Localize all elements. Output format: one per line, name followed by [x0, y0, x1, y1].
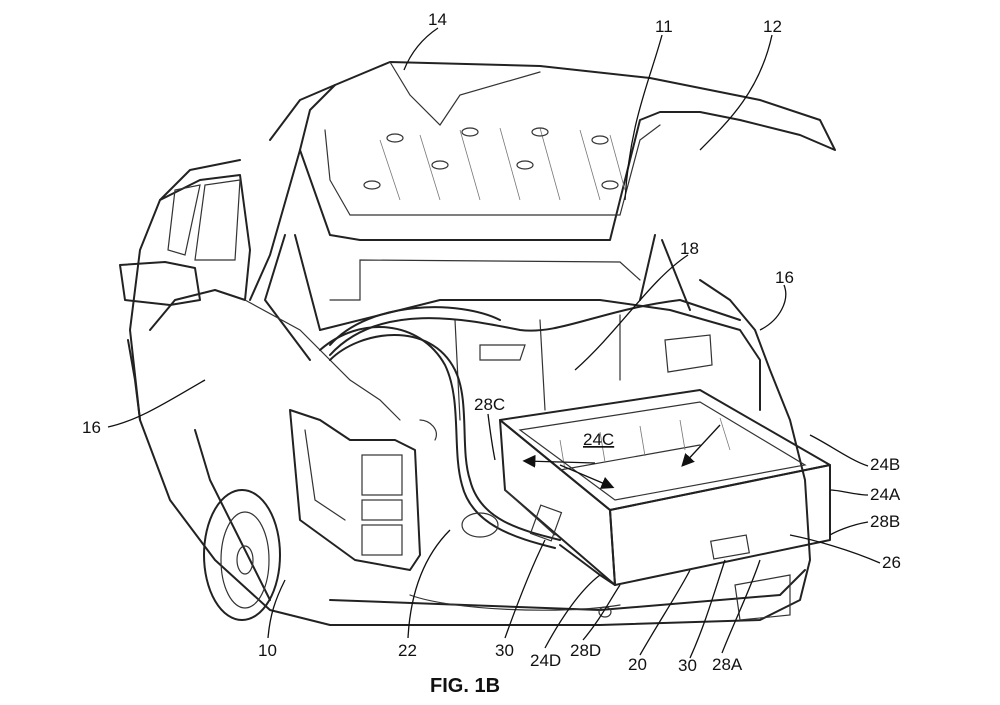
label-24C: 24C [583, 430, 614, 449]
storage-box [499, 389, 831, 586]
label-14: 14 [428, 10, 447, 29]
label-26: 26 [882, 553, 901, 572]
label-28B: 28B [870, 512, 900, 531]
label-16-right: 16 [775, 268, 794, 287]
frunk-cavity [319, 259, 761, 549]
front-wheel [203, 489, 281, 621]
label-16-left: 16 [82, 418, 101, 437]
label-28A: 28A [712, 655, 743, 674]
label-24D: 24D [530, 651, 561, 670]
label-30-left: 30 [495, 641, 514, 660]
hood-struts [264, 234, 691, 361]
figure-caption: FIG. 1B [430, 675, 500, 697]
cavity-handle [479, 344, 526, 361]
cavity-panel [664, 334, 713, 373]
label-20: 20 [628, 655, 647, 674]
side-mirror [119, 261, 201, 306]
headlight [289, 409, 421, 571]
label-24A: 24A [870, 485, 901, 504]
label-12: 12 [763, 17, 782, 36]
latch-front [710, 534, 750, 560]
label-24B: 24B [870, 455, 900, 474]
reference-labels: 14 11 12 18 16 16 28C 24C 24B 24A 28B 26… [82, 10, 901, 675]
vehicle-body [119, 159, 811, 626]
label-11: 11 [655, 17, 673, 36]
hood-bumpers [363, 127, 619, 190]
rear-tire-hint [127, 339, 141, 421]
front-bumper [329, 569, 806, 621]
label-30-right: 30 [678, 656, 697, 675]
label-28D: 28D [570, 641, 601, 660]
label-28C: 28C [474, 395, 505, 414]
label-22: 22 [398, 641, 417, 660]
label-18: 18 [680, 239, 699, 258]
leader-lines [107, 27, 881, 659]
box-hatching [559, 417, 731, 471]
latch-side [529, 504, 563, 542]
label-10: 10 [258, 641, 277, 660]
hood [249, 61, 836, 301]
hood-hatching [379, 127, 626, 201]
